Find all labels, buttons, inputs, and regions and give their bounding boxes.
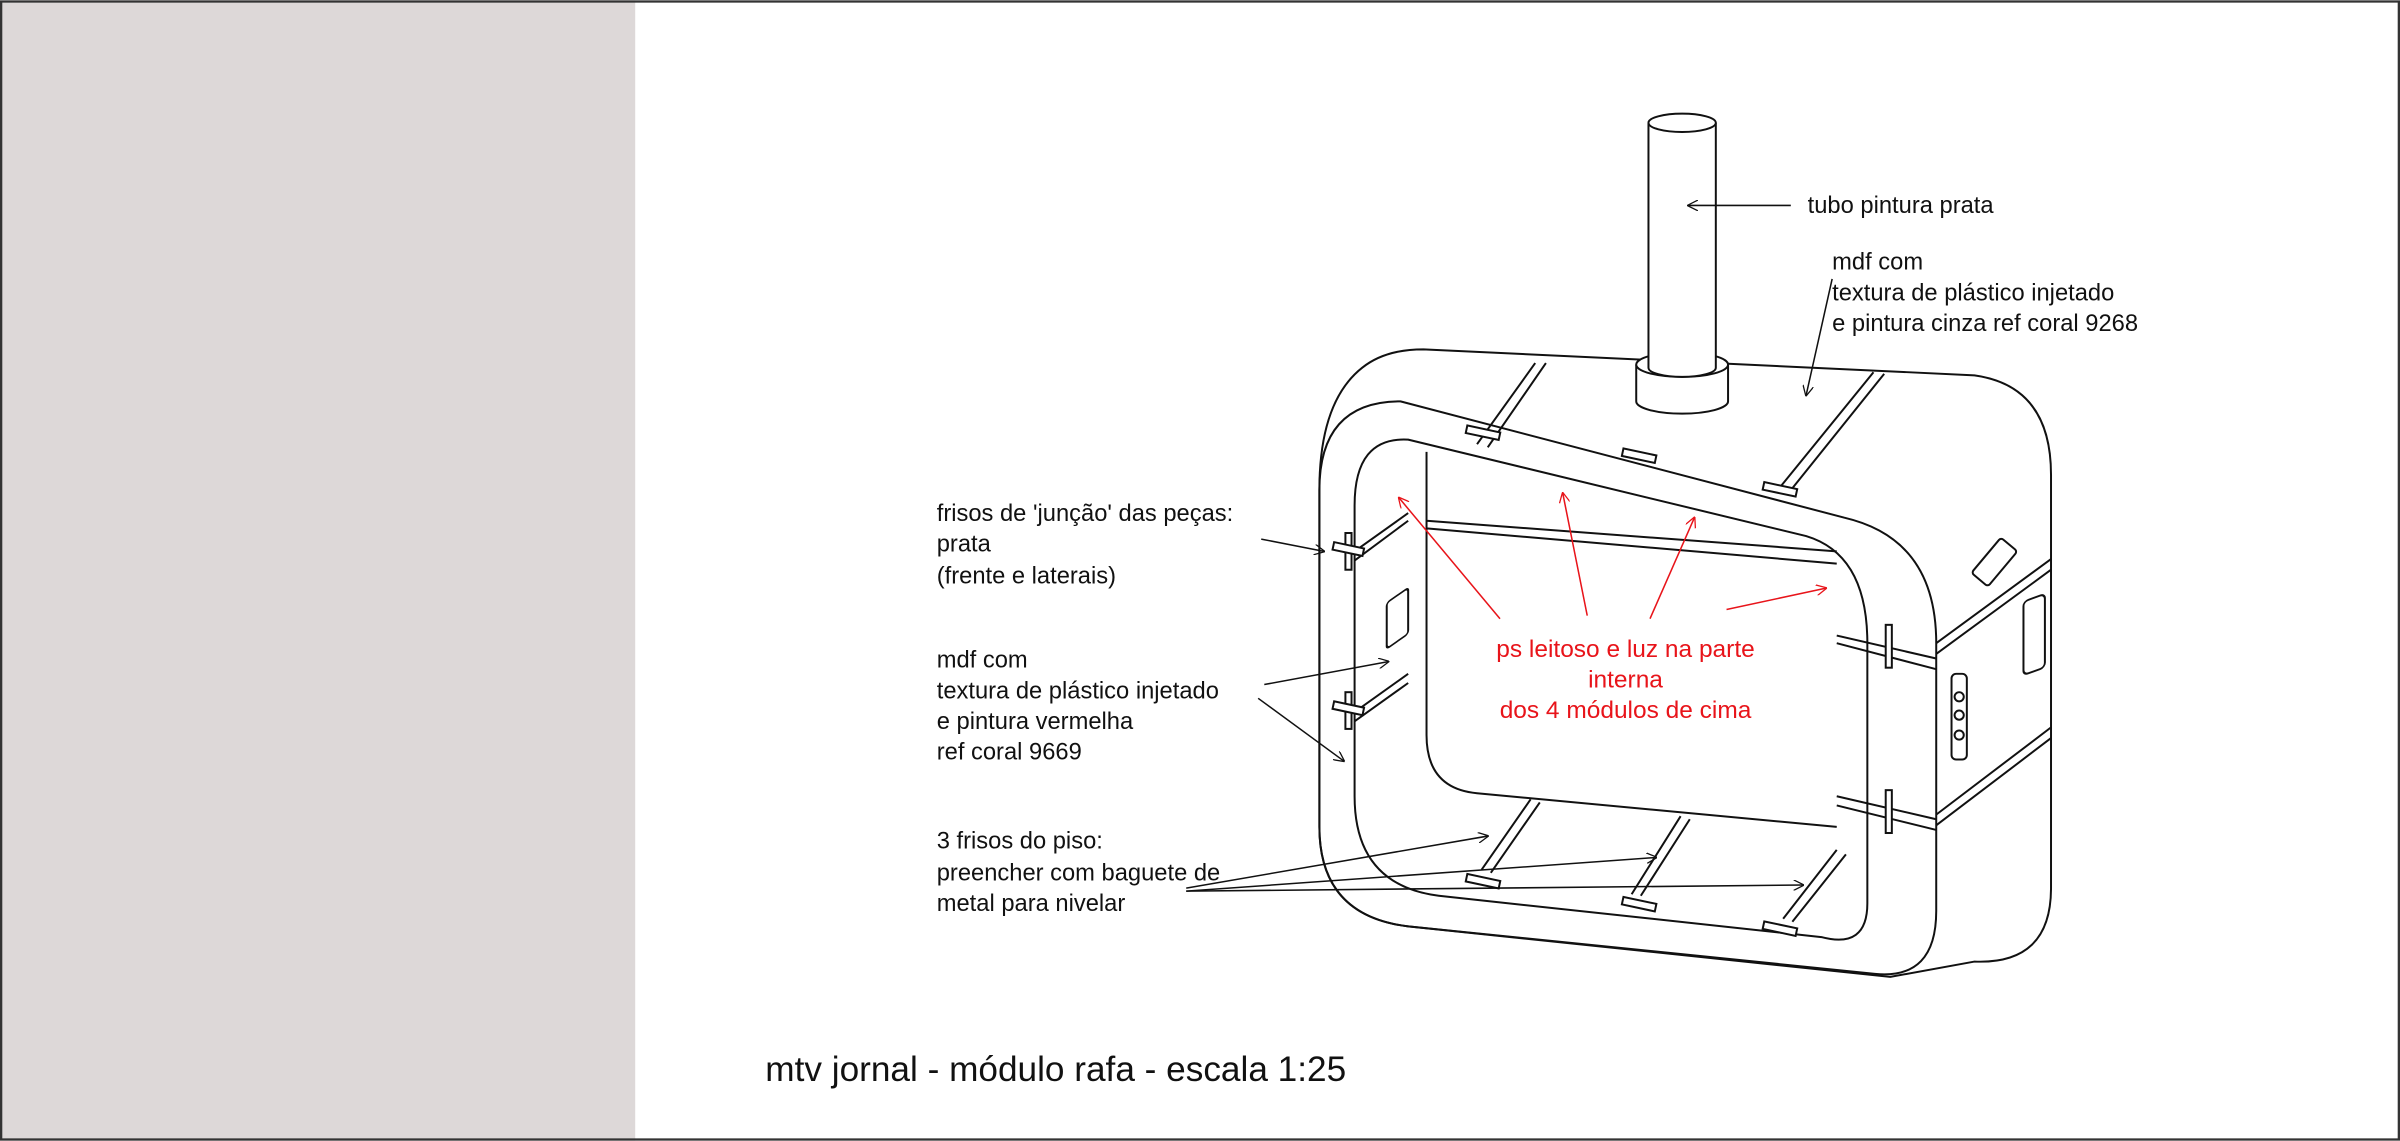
front-face xyxy=(1318,400,1938,976)
label-inner-light-1: ps leitoso e luz na parte xyxy=(1496,636,1754,663)
label-floor-2: preencher com baguete de xyxy=(937,860,1221,886)
label-top-mdf-3: e pintura cinza ref coral 9268 xyxy=(1832,311,2138,337)
module-drawing xyxy=(1318,112,2053,978)
label-side-mdf-4: ref coral 9669 xyxy=(937,740,1082,766)
label-floor-1: 3 frisos do piso: xyxy=(937,828,1103,854)
label-inner-light-2: interna xyxy=(1588,667,1663,694)
label-inner-light-3: dos 4 módulos de cima xyxy=(1500,697,1752,724)
tube xyxy=(1635,112,1730,415)
label-side-mdf-3: e pintura vermelha xyxy=(937,709,1134,735)
label-floor-3: metal para nivelar xyxy=(937,891,1126,917)
outlet-plates xyxy=(1385,537,2046,761)
light-arrows xyxy=(1399,493,1826,620)
label-tube: tubo pintura prata xyxy=(1808,193,1995,219)
label-joints-3: (frente e laterais) xyxy=(937,564,1116,590)
module-body xyxy=(1318,348,2053,978)
label-top-mdf-1: mdf com xyxy=(1832,250,1923,276)
label-joints-2: prata xyxy=(937,531,992,557)
label-top-mdf-2: textura de plástico injetado xyxy=(1832,280,2114,306)
side-panel xyxy=(0,0,636,1141)
leader-arrows xyxy=(1186,205,1833,892)
label-side-mdf-2: textura de plástico injetado xyxy=(937,678,1219,704)
label-joints-1: frisos de 'junção' das peças: xyxy=(937,501,1233,527)
drawing-title: mtv jornal - módulo rafa - escala 1:25 xyxy=(765,1050,1346,1089)
label-side-mdf-1: mdf com xyxy=(937,648,1028,674)
